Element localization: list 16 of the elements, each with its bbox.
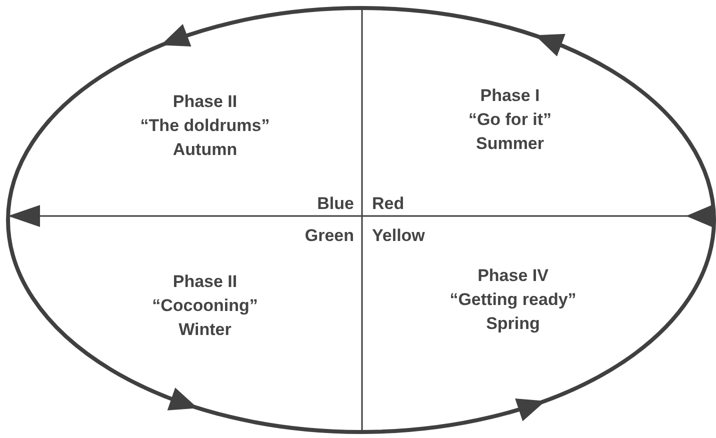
phase-motto: “Getting ready”: [450, 289, 576, 311]
color-label: Green: [304, 226, 354, 246]
phase-motto: “Go for it”: [468, 109, 552, 131]
color-label: Red: [372, 194, 404, 214]
color-label: Blue: [317, 194, 354, 214]
color-label: Yellow: [372, 226, 425, 246]
phase-motto: “Cocooning”: [152, 295, 258, 317]
season-name: Spring: [485, 313, 541, 335]
phase-title: Phase IV: [476, 265, 550, 287]
season-name: Winter: [178, 319, 232, 341]
phase-title: Phase II: [172, 91, 238, 113]
phase-title: Phase II: [172, 271, 238, 293]
season-name: Autumn: [172, 139, 238, 161]
phase-title: Phase I: [479, 85, 541, 107]
season-name: Summer: [474, 133, 545, 155]
phase-motto: “The doldrums”: [140, 115, 270, 137]
